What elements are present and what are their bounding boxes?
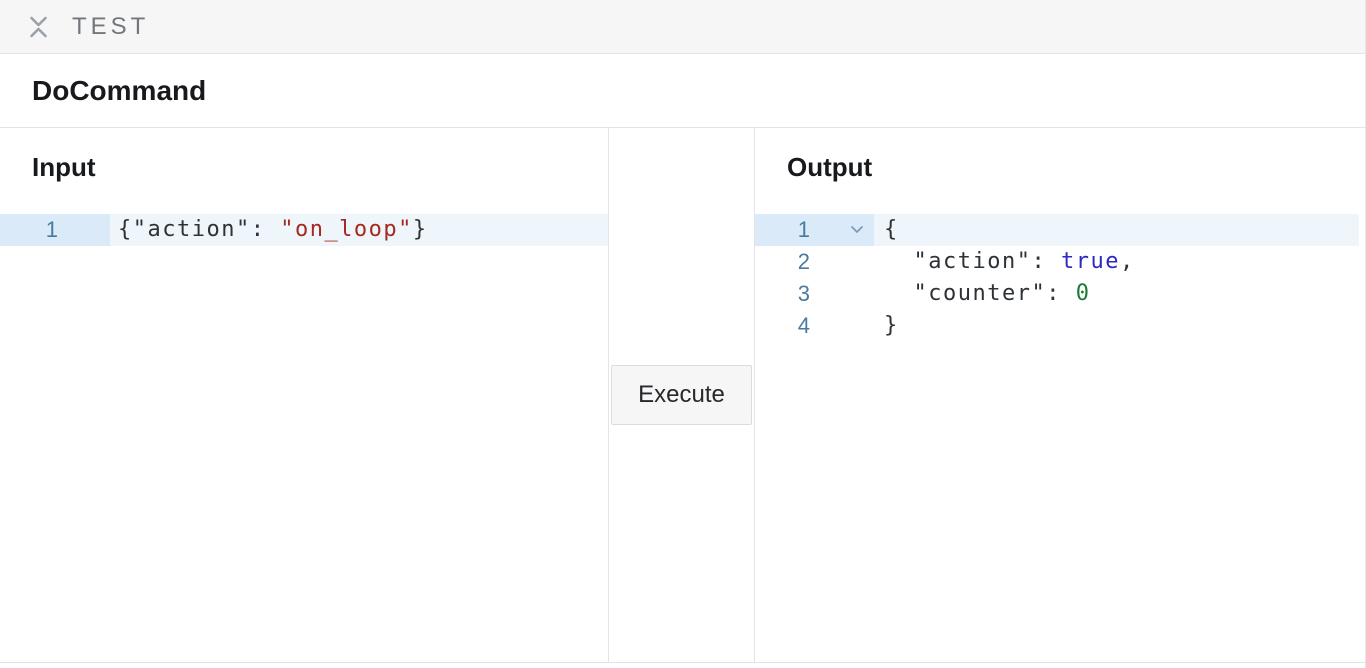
code-token-plain: }: [412, 217, 428, 242]
line-number: 3: [797, 281, 810, 306]
chevron-down-icon[interactable]: [850, 214, 864, 246]
code-token-plain: "action":: [884, 249, 1061, 274]
execute-button[interactable]: Execute: [611, 365, 752, 425]
input-editor[interactable]: 1 {"action": "on_loop"}: [0, 210, 608, 246]
output-panel: Output 1{2 "action": true,3 "counter": 0…: [755, 128, 1365, 662]
command-header: DoCommand: [0, 54, 1365, 128]
test-section-title: TEST: [72, 12, 150, 40]
code-line-content[interactable]: "action": true,: [874, 246, 1359, 278]
collapse-vertical-icon[interactable]: [28, 14, 49, 40]
line-number: 4: [797, 313, 810, 338]
editor-line: 4}: [755, 310, 1359, 342]
command-title: DoCommand: [32, 74, 207, 106]
code-token-boolean: true: [1060, 249, 1120, 274]
test-section-header: TEST: [0, 0, 1365, 54]
code-token-plain: {"action":: [118, 217, 281, 242]
panel-divider: [754, 128, 755, 662]
code-line-content[interactable]: }: [874, 310, 1359, 342]
input-panel: Input 1 {"action": "on_loop"}: [0, 128, 608, 662]
code-line-content[interactable]: "counter": 0: [874, 278, 1359, 310]
code-line-content[interactable]: {"action": "on_loop"}: [110, 214, 608, 246]
code-token-plain: }: [884, 313, 899, 338]
editor-line: 3 "counter": 0: [755, 278, 1359, 310]
fold-gutter: [810, 214, 874, 246]
line-number: 1: [755, 214, 810, 246]
line-number: 1: [0, 214, 58, 246]
code-token-plain: {: [884, 217, 899, 242]
fold-gutter: [810, 310, 874, 342]
bottom-spacer: [0, 663, 1365, 668]
execute-column: Execute: [609, 128, 754, 662]
input-heading: Input: [32, 152, 96, 182]
fold-gutter: [810, 278, 874, 310]
code-line-content[interactable]: {: [874, 214, 1359, 246]
editor-line: 1{: [755, 214, 1359, 246]
editor-line: 1 {"action": "on_loop"}: [0, 214, 608, 246]
panel-divider: [608, 128, 609, 662]
fold-gutter: [58, 214, 110, 246]
code-token-string: "on_loop": [280, 217, 413, 242]
editor-line: 2 "action": true,: [755, 246, 1359, 278]
output-heading: Output: [787, 152, 873, 182]
code-token-plain: "counter":: [884, 281, 1076, 306]
code-token-number: 0: [1075, 281, 1091, 306]
code-token-plain: ,: [1119, 249, 1135, 274]
line-number: 2: [797, 249, 810, 274]
test-body: Input 1{"action": "on_loop"} Execute Out…: [0, 128, 1365, 663]
fold-gutter: [810, 246, 874, 278]
